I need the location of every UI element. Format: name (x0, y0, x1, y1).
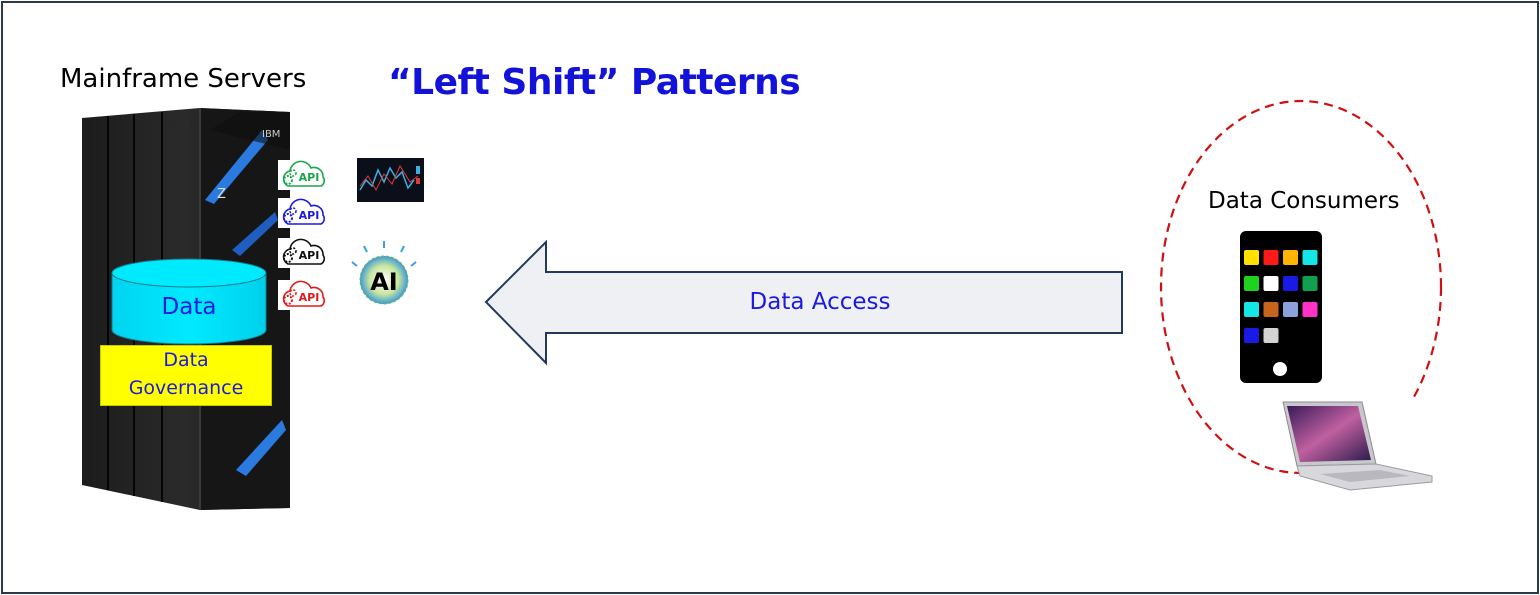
data-consumers-label: Data Consumers (1208, 188, 1400, 214)
phone-app-tile (1263, 276, 1279, 291)
api-label: API (299, 291, 320, 304)
phone-app-tile (1244, 250, 1259, 265)
phone-app-tile (1244, 276, 1259, 291)
mainframe-servers-label: Mainframe Servers (60, 64, 307, 94)
laptop-icon (1276, 398, 1433, 491)
api-cloud-icon: API (278, 238, 326, 268)
stock-chart-icon (357, 158, 424, 202)
ai-icon: AI (351, 241, 417, 305)
api-cloud-icon: API (278, 280, 326, 310)
governance-label-line1: Data (163, 349, 209, 371)
ibm-logo: IBM (262, 129, 280, 140)
api-icon-group: API API API API (278, 160, 326, 310)
data-store-label: Data (161, 294, 217, 320)
governance-label-line2: Governance (128, 377, 244, 399)
data-cylinder (111, 258, 267, 345)
api-label: API (299, 171, 320, 184)
ai-icon-label: AI (370, 268, 398, 296)
phone-app-tile (1283, 302, 1298, 317)
phone-app-tile (1302, 250, 1318, 265)
api-label: API (299, 249, 320, 262)
phone-app-tile (1244, 328, 1259, 343)
z-logo: Z (217, 187, 226, 202)
smartphone-icon (1240, 231, 1322, 383)
phone-app-tile (1263, 302, 1279, 317)
phone-app-grid (1244, 250, 1318, 343)
phone-app-tile (1263, 328, 1279, 343)
phone-app-tile (1283, 276, 1298, 291)
api-label: API (299, 209, 320, 222)
phone-app-tile (1263, 250, 1279, 265)
phone-app-tile (1302, 276, 1318, 291)
api-cloud-icon: API (278, 198, 326, 228)
phone-app-tile (1283, 250, 1298, 265)
data-access-arrow (484, 239, 1123, 366)
data-access-label: Data Access (749, 289, 891, 315)
phone-app-tile (1244, 302, 1259, 317)
mainframe-rack: IBM Z (82, 108, 290, 510)
api-cloud-icon: API (278, 160, 326, 190)
data-governance-box: Data Governance (100, 345, 272, 406)
phone-app-tile (1302, 302, 1318, 317)
diagram-title: “Left Shift” Patterns (388, 62, 801, 103)
